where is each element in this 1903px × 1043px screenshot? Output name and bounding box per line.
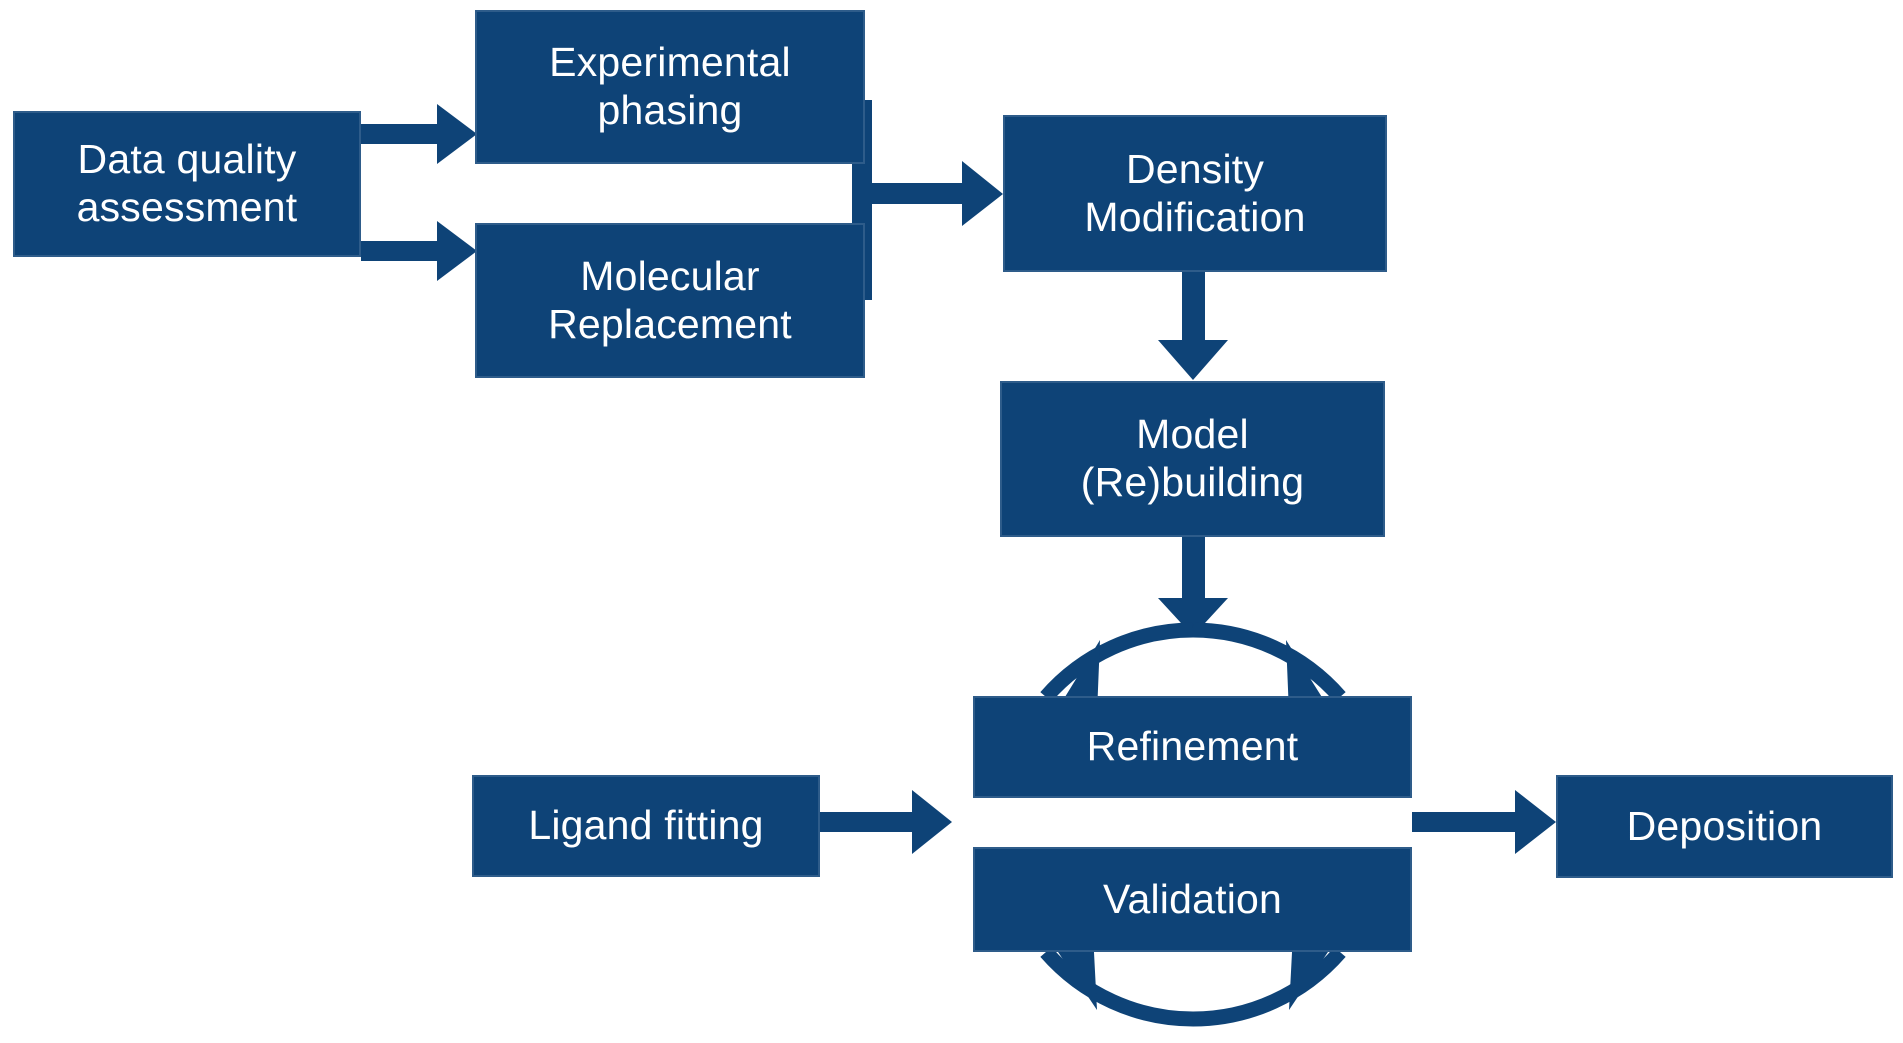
arrow-density-to-model-rebuilding bbox=[1158, 272, 1228, 380]
cycle-arrowhead-bottom-right bbox=[1289, 914, 1334, 1010]
node-density-modification[interactable]: Density Modification bbox=[1003, 115, 1387, 272]
cycle-arc-top-right bbox=[1192, 622, 1346, 702]
arrow-model-to-refinement bbox=[1158, 537, 1228, 636]
node-data-quality-assessment[interactable]: Data quality assessment bbox=[13, 111, 361, 257]
cycle-arrowhead-top-left bbox=[1057, 640, 1100, 738]
arrow-dqa-to-experimental-phasing bbox=[361, 104, 477, 164]
cycle-arc-bottom-left bbox=[1040, 947, 1194, 1027]
cycle-arrowhead-top-right bbox=[1286, 640, 1330, 738]
node-refinement[interactable]: Refinement bbox=[973, 696, 1412, 798]
node-model-rebuilding[interactable]: Model (Re)building bbox=[1000, 381, 1385, 537]
node-molecular-replacement[interactable]: Molecular Replacement bbox=[475, 223, 865, 378]
node-experimental-phasing[interactable]: Experimental phasing bbox=[475, 10, 865, 164]
arrow-merge-to-density-modification bbox=[860, 161, 1003, 226]
cycle-arrowhead-bottom-left bbox=[1052, 914, 1097, 1010]
arrow-ligand-fitting-to-refinement bbox=[820, 790, 952, 854]
cycle-arc-top-left bbox=[1040, 622, 1194, 702]
arrow-refinement-to-deposition bbox=[1412, 790, 1556, 854]
node-deposition[interactable]: Deposition bbox=[1556, 775, 1893, 878]
arrow-dqa-to-molecular-replacement bbox=[361, 221, 477, 281]
node-ligand-fitting[interactable]: Ligand fitting bbox=[472, 775, 820, 877]
cycle-arc-bottom-right bbox=[1192, 947, 1346, 1027]
node-validation[interactable]: Validation bbox=[973, 847, 1412, 952]
